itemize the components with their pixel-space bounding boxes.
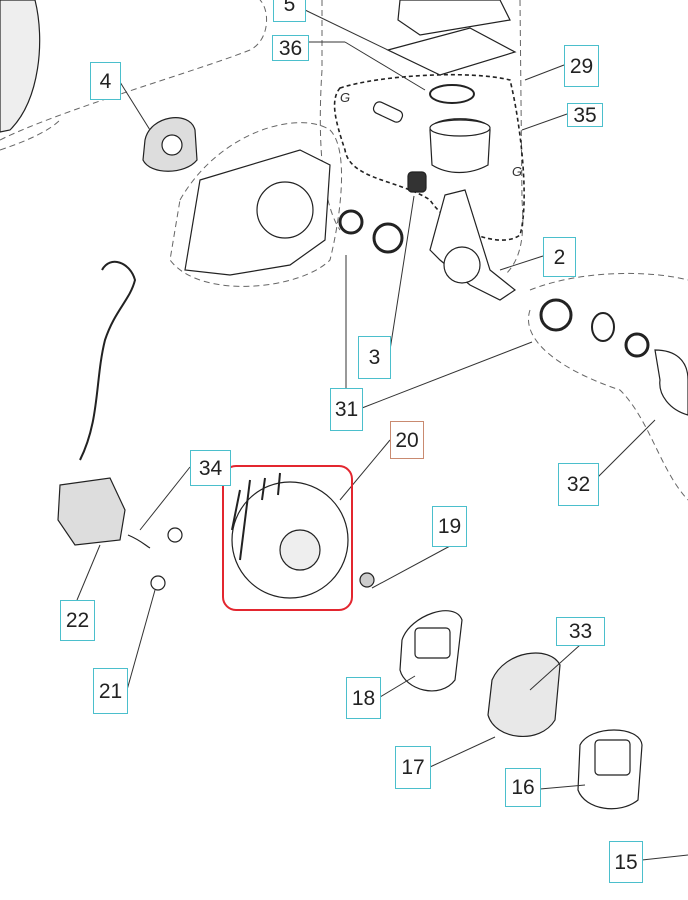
callout-20[interactable]: 20 — [390, 421, 424, 459]
screw-34-part — [167, 527, 183, 543]
callout-3[interactable]: 3 — [358, 336, 391, 379]
crankshaft-part — [429, 189, 517, 301]
piston-pin-part — [372, 101, 404, 123]
callout-33[interactable]: 33 — [556, 617, 605, 646]
callout-35[interactable]: 35 — [567, 103, 603, 127]
bearing-part — [372, 222, 404, 254]
callout-34[interactable]: 34 — [190, 450, 231, 486]
highlight-box-part-20 — [222, 465, 353, 611]
group-mark-g1: G — [340, 90, 350, 105]
group-mark-g2: G — [512, 164, 522, 179]
callout-32[interactable]: 32 — [558, 463, 599, 506]
callout-4[interactable]: 4 — [90, 62, 121, 100]
callout-22[interactable]: 22 — [60, 600, 95, 641]
gasket-16-part — [577, 729, 643, 810]
callout-5[interactable]: 5 — [273, 0, 306, 22]
callout-29[interactable]: 29 — [564, 45, 599, 87]
group-outlines — [0, 0, 688, 501]
seal-right-part — [624, 332, 650, 358]
nut-part — [359, 572, 375, 588]
tank-part — [0, 0, 41, 133]
callout-2[interactable]: 2 — [543, 237, 576, 277]
screw-21-part — [150, 575, 166, 591]
seal-part — [338, 209, 364, 235]
callout-15[interactable]: 15 — [609, 841, 643, 883]
bearing-right-part — [539, 298, 573, 332]
cylinder-gasket-part — [386, 27, 517, 76]
ignition-lead — [79, 260, 137, 461]
o-ring-part — [429, 84, 475, 104]
cylinder-part — [397, 0, 511, 36]
callout-17[interactable]: 17 — [395, 746, 431, 789]
callout-21[interactable]: 21 — [93, 668, 128, 714]
piston-group-outline — [333, 73, 525, 241]
clutch-part — [487, 652, 561, 738]
callout-36[interactable]: 36 — [272, 35, 309, 61]
cover-part — [654, 349, 688, 416]
leader-lines — [76, 9, 688, 861]
callout-18[interactable]: 18 — [346, 677, 381, 719]
circlip-part — [591, 312, 615, 342]
callout-31[interactable]: 31 — [330, 388, 363, 431]
needle-bearing-part — [407, 171, 427, 193]
callout-16[interactable]: 16 — [505, 768, 541, 807]
callout-19[interactable]: 19 — [432, 506, 467, 547]
ignition-coil-part — [57, 477, 126, 546]
